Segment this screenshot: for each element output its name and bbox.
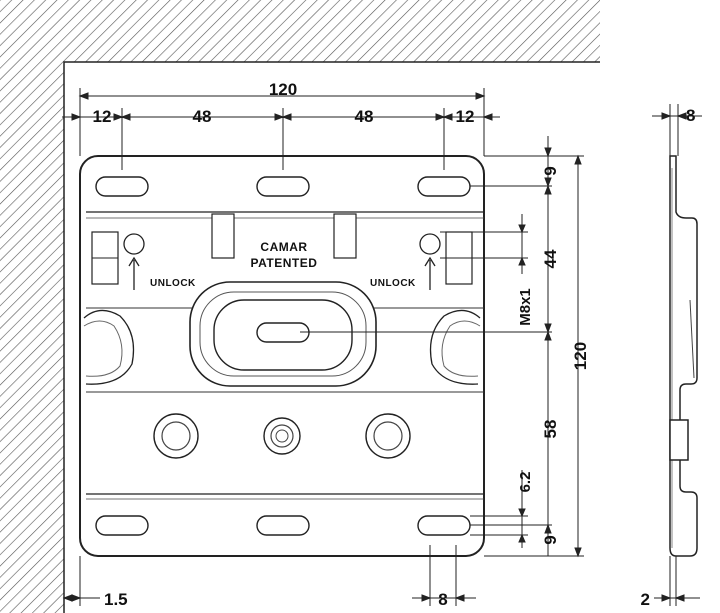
- right-dimensions: [300, 136, 584, 558]
- dim-side-thickness: 8: [686, 106, 695, 125]
- dim-lower-slot-height: 6.2: [517, 472, 534, 493]
- dim-thread: M8x1: [517, 288, 534, 326]
- dim-slot-spacing-right: 48: [355, 107, 374, 126]
- dim-top-to-slots: 9: [541, 166, 560, 175]
- bottom-dimensions: [62, 545, 476, 606]
- top-dimensions: [62, 88, 500, 170]
- dim-overall-width: 120: [269, 80, 297, 99]
- dim-bottom-offset: 9: [541, 535, 560, 544]
- dim-side-base: 2: [641, 590, 650, 609]
- unlock-label-left: UNLOCK: [150, 278, 196, 289]
- brand-label: CAMAR: [260, 240, 307, 254]
- dim-edge-right: 12: [456, 107, 475, 126]
- dim-slot-width: 8: [438, 590, 447, 609]
- patented-label: PATENTED: [251, 256, 318, 270]
- dim-edge-left: 12: [93, 107, 112, 126]
- slot-holes: [95, 176, 471, 536]
- unlock-label-right: UNLOCK: [370, 278, 416, 289]
- wall-hatching: [0, 0, 600, 613]
- dim-slot-spacing-left: 48: [193, 107, 212, 126]
- dim-screws-to-lower-slots: 58: [541, 420, 560, 439]
- dim-wall-gap: 1.5: [104, 590, 128, 609]
- mounting-plate: [79, 155, 485, 557]
- side-profile: [669, 155, 698, 557]
- dim-slots-to-screws: 44: [541, 249, 560, 268]
- dim-overall-height: 120: [571, 342, 590, 370]
- side-dimensions: [652, 104, 702, 606]
